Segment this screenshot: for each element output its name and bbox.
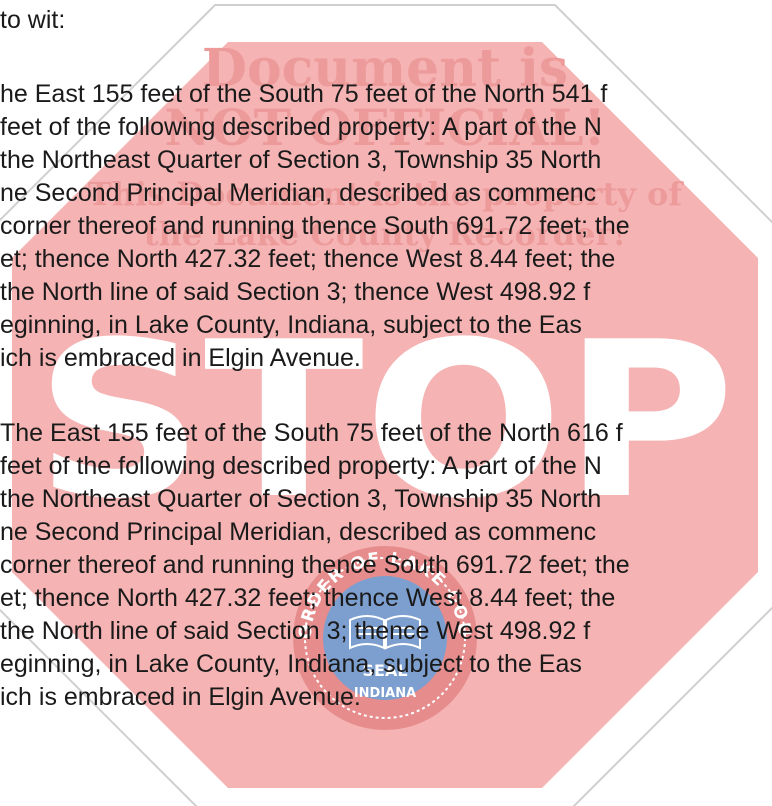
paragraph-1-line: the Northeast Quarter of Section 3, Town…: [0, 146, 602, 174]
paragraph-2-line: ich is embraced in Elgin Avenue.: [0, 683, 361, 711]
paragraph-2-line: feet of the following described property…: [0, 452, 602, 480]
paragraph-1-line: et; thence North 427.32 feet; thence Wes…: [0, 245, 616, 273]
intro-text: to wit:: [0, 6, 66, 34]
paragraph-2-line: corner thereof and running thence South …: [0, 551, 630, 579]
seal-state-text: INDIANA: [354, 686, 416, 701]
watermark-stop-text: STOP: [35, 295, 735, 546]
paragraph-1-line: eginning, in Lake County, Indiana, subje…: [0, 311, 582, 339]
watermark-sub-line1: This Document is the property of: [88, 175, 685, 213]
watermark-sub-line2: the Lake County Recorder!: [144, 215, 627, 253]
octagon-fill: [12, 42, 758, 788]
paragraph-1-line: ich is embraced in Elgin Avenue.: [0, 344, 361, 372]
watermark-heading-line2: NOT OFFICIAL!: [165, 98, 606, 157]
seal-inner-ring: [304, 557, 466, 719]
paragraph-2-line: et; thence North 427.32 feet; thence Wes…: [0, 584, 616, 612]
book-icon: [349, 615, 421, 650]
paragraph-1-line: the North line of said Section 3; thence…: [0, 278, 591, 306]
paragraph-2-line: ne Second Principal Meridian, described …: [0, 518, 597, 546]
paragraph-2-line: eginning, in Lake County, Indiana, subje…: [0, 650, 582, 678]
watermark-heading-line1: Document is: [202, 38, 568, 99]
paragraph-2-line: the Northeast Quarter of Section 3, Town…: [0, 485, 602, 513]
paragraph-1-line: ne Second Principal Meridian, described …: [0, 179, 597, 207]
paragraph-2-line: The East 155 feet of the South 75 feet o…: [0, 419, 623, 447]
paragraph-2-line: the North line of said Section 3; thence…: [0, 617, 591, 645]
octagon-outline: [0, 4, 772, 806]
paragraph-1-line: corner thereof and running thence South …: [0, 212, 630, 240]
paragraph-1-line: he East 155 feet of the South 75 feet of…: [0, 80, 608, 108]
seal-word-text: SEAL: [362, 661, 407, 680]
paragraph-1-line: feet of the following described property…: [0, 113, 602, 141]
